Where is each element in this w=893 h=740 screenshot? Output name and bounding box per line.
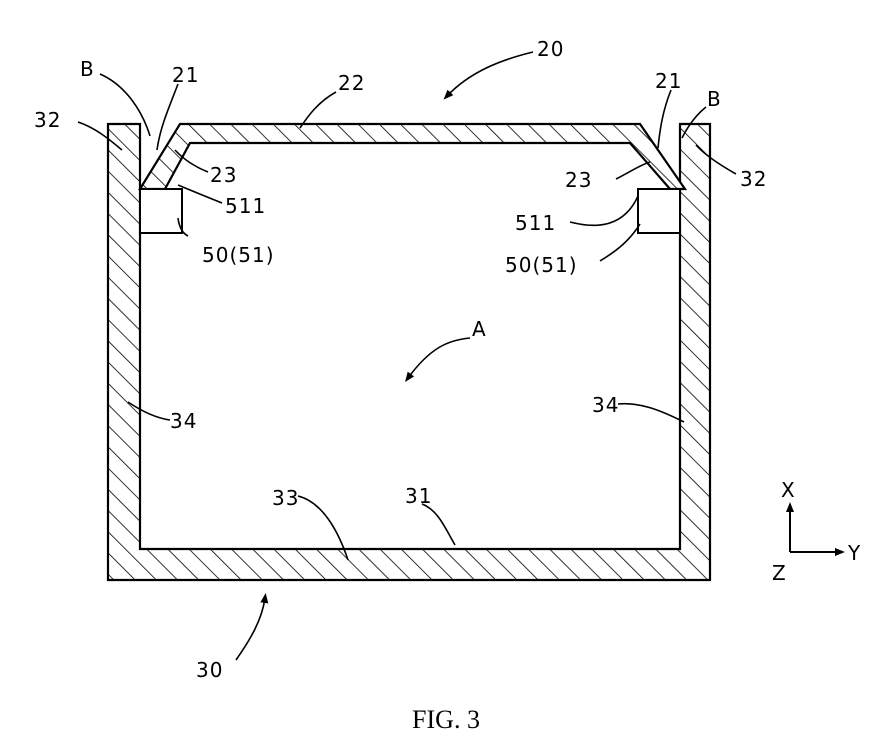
label-31: 31 — [405, 484, 432, 508]
label-23-left: 23 — [210, 163, 237, 187]
axis-indicator: X Y Z — [772, 478, 861, 585]
figure-caption: FIG. 3 — [412, 705, 480, 734]
label-20: 20 — [537, 37, 564, 61]
label-A: A — [472, 317, 487, 341]
label-34-right: 34 — [592, 393, 619, 417]
block-50-left — [140, 189, 182, 233]
label-34-left: 34 — [170, 409, 197, 433]
label-21-right: 21 — [655, 69, 682, 93]
label-33: 33 — [272, 486, 299, 510]
block-50-right — [638, 189, 680, 233]
label-511-right: 511 — [515, 211, 556, 235]
label-511-left: 511 — [225, 194, 266, 218]
axis-x-label: X — [781, 478, 796, 502]
label-23-right: 23 — [565, 168, 592, 192]
label-21-left: 21 — [172, 63, 199, 87]
label-32-left: 32 — [34, 108, 61, 132]
axis-z-label: Z — [772, 561, 787, 585]
label-22: 22 — [338, 71, 365, 95]
housing-30 — [108, 124, 710, 580]
label-B-left: B — [80, 57, 95, 81]
label-30: 30 — [196, 658, 223, 682]
axis-y-label: Y — [847, 541, 861, 565]
label-B-right: B — [707, 87, 722, 111]
label-50-left: 50(51) — [202, 243, 275, 267]
label-50-right: 50(51) — [505, 253, 578, 277]
label-32-right: 32 — [740, 167, 767, 191]
